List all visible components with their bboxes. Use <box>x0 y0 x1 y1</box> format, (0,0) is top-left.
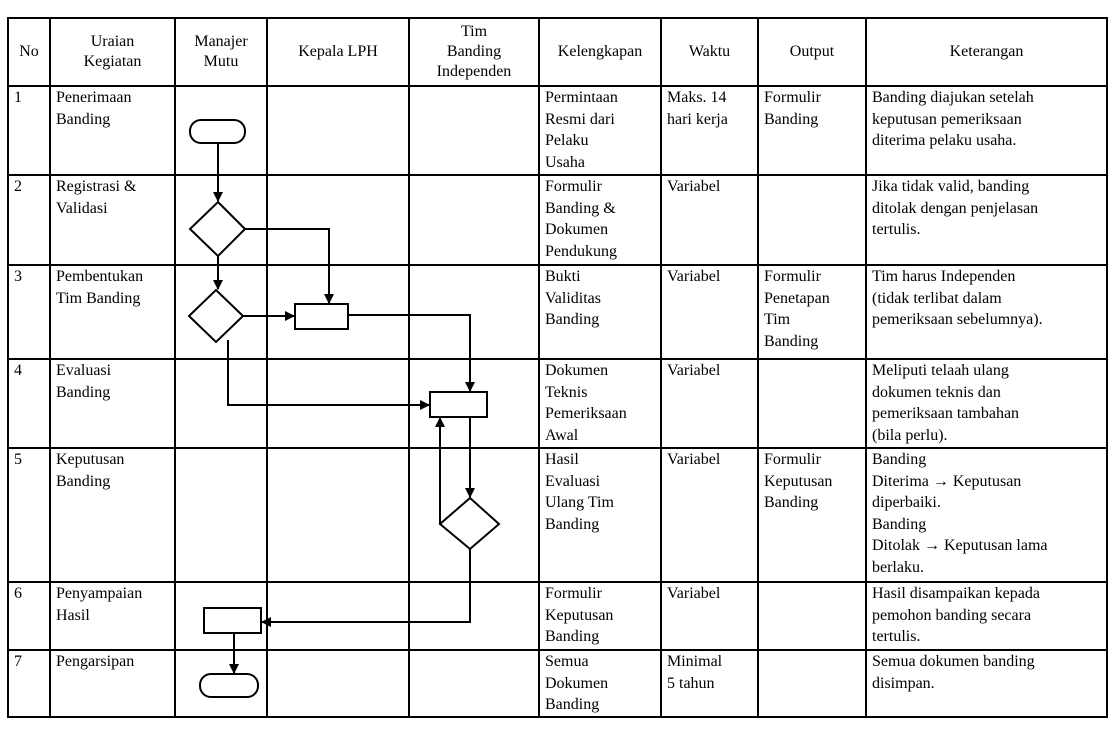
cell-keterangan: Banding diajukan setelah keputusan pemer… <box>865 85 1108 176</box>
cell-kelengkapan: Hasil Evaluasi Ulang Tim Banding <box>538 447 662 583</box>
arrow-kepala-to-evaluasi <box>348 314 475 392</box>
cell-waktu: Variabel <box>660 174 759 266</box>
decision-keputusan <box>438 496 501 551</box>
table-row: 7 Pengarsipan Semua Dokumen Banding Mini… <box>7 649 1108 718</box>
cell-kepala <box>266 649 410 718</box>
arrow-pembentukan-to-evaluasi <box>227 340 430 410</box>
cell-output <box>757 358 867 449</box>
cell-kelengkapan: Semua Dokumen Banding <box>538 649 662 718</box>
cell-output: Formulir Banding <box>757 85 867 176</box>
cell-output: Formulir Keputusan Banding <box>757 447 867 583</box>
arrow-keputusan-to-penyampaian <box>261 549 471 627</box>
cell-kelengkapan: Dokumen Teknis Pemeriksaan Awal <box>538 358 662 449</box>
cell-tim <box>408 649 540 718</box>
header-uraian: Uraian Kegiatan <box>49 17 176 87</box>
cell-manajer <box>174 358 268 449</box>
header-tim-banding: Tim Banding Independen <box>408 17 540 87</box>
table-row: 1 Penerimaan Banding Permintaan Resmi da… <box>7 85 1108 176</box>
decision-pembentukan <box>187 288 245 344</box>
cell-keterangan: Semua dokumen banding disimpan. <box>865 649 1108 718</box>
cell-kelengkapan: Formulir Banding & Dokumen Pendukung <box>538 174 662 266</box>
decision-validasi <box>188 200 247 258</box>
header-kelengkapan: Kelengkapan <box>538 17 662 87</box>
cell-uraian: Penerimaan Banding <box>49 85 176 176</box>
cell-keterangan: Jika tidak valid, banding ditolak dengan… <box>865 174 1108 266</box>
cell-kelengkapan: Formulir Keputusan Banding <box>538 581 662 651</box>
cell-output <box>757 649 867 718</box>
cell-waktu: Maks. 14 hari kerja <box>660 85 759 176</box>
header-manajer-mutu: Manajer Mutu <box>174 17 268 87</box>
cell-kelengkapan: Permintaan Resmi dari Pelaku Usaha <box>538 85 662 176</box>
cell-kepala <box>266 358 410 449</box>
cell-no: 6 <box>7 581 51 651</box>
header-row: No Uraian Kegiatan Manajer Mutu Kepala L… <box>7 17 1108 87</box>
header-output: Output <box>757 17 867 87</box>
cell-uraian: Registrasi & Validasi <box>49 174 176 266</box>
cell-tim <box>408 85 540 176</box>
header-keterangan: Keterangan <box>865 17 1108 87</box>
header-kepala-lph: Kepala LPH <box>266 17 410 87</box>
cell-waktu: Variabel <box>660 358 759 449</box>
cell-kepala <box>266 447 410 583</box>
cell-no: 2 <box>7 174 51 266</box>
cell-output <box>757 174 867 266</box>
cell-tim <box>408 174 540 266</box>
cell-uraian: Keputusan Banding <box>49 447 176 583</box>
start-terminator <box>189 119 246 144</box>
cell-waktu: Minimal 5 tahun <box>660 649 759 718</box>
table-row: 6 Penyampaian Hasil Formulir Keputusan B… <box>7 581 1108 651</box>
cell-tim <box>408 264 540 360</box>
end-terminator <box>199 673 259 698</box>
cell-kepala <box>266 581 410 651</box>
cell-no: 4 <box>7 358 51 449</box>
process-penyampaian <box>203 607 262 634</box>
cell-uraian: Penyampaian Hasil <box>49 581 176 651</box>
process-evaluasi <box>429 391 488 418</box>
cell-tim <box>408 581 540 651</box>
process-kepala-lph <box>294 303 349 330</box>
cell-no: 1 <box>7 85 51 176</box>
cell-uraian: Pengarsipan <box>49 649 176 718</box>
cell-kepala <box>266 174 410 266</box>
table-row: 2 Registrasi & Validasi Formulir Banding… <box>7 174 1108 266</box>
cell-waktu: Variabel <box>660 581 759 651</box>
cell-no: 3 <box>7 264 51 360</box>
cell-uraian: Pembentukan Tim Banding <box>49 264 176 360</box>
cell-manajer <box>174 447 268 583</box>
arrow-validasi-to-kepala <box>245 228 334 304</box>
cell-no: 5 <box>7 447 51 583</box>
cell-keterangan: Banding Diterima → Keputusan diperbaiki.… <box>865 447 1108 583</box>
table-row: 4 Evaluasi Banding Dokumen Teknis Pemeri… <box>7 358 1108 449</box>
header-no: No <box>7 17 51 87</box>
cell-kelengkapan: Bukti Validitas Banding <box>538 264 662 360</box>
header-waktu: Waktu <box>660 17 759 87</box>
cell-no: 7 <box>7 649 51 718</box>
cell-kepala <box>266 85 410 176</box>
cell-keterangan: Hasil disampaikan kepada pemohon banding… <box>865 581 1108 651</box>
cell-keterangan: Tim harus Independen (tidak terlibat dal… <box>865 264 1108 360</box>
cell-keterangan: Meliputi telaah ulang dokumen teknis dan… <box>865 358 1108 449</box>
cell-output: Formulir Penetapan Tim Banding <box>757 264 867 360</box>
cell-waktu: Variabel <box>660 264 759 360</box>
cell-waktu: Variabel <box>660 447 759 583</box>
cell-uraian: Evaluasi Banding <box>49 358 176 449</box>
cell-output <box>757 581 867 651</box>
